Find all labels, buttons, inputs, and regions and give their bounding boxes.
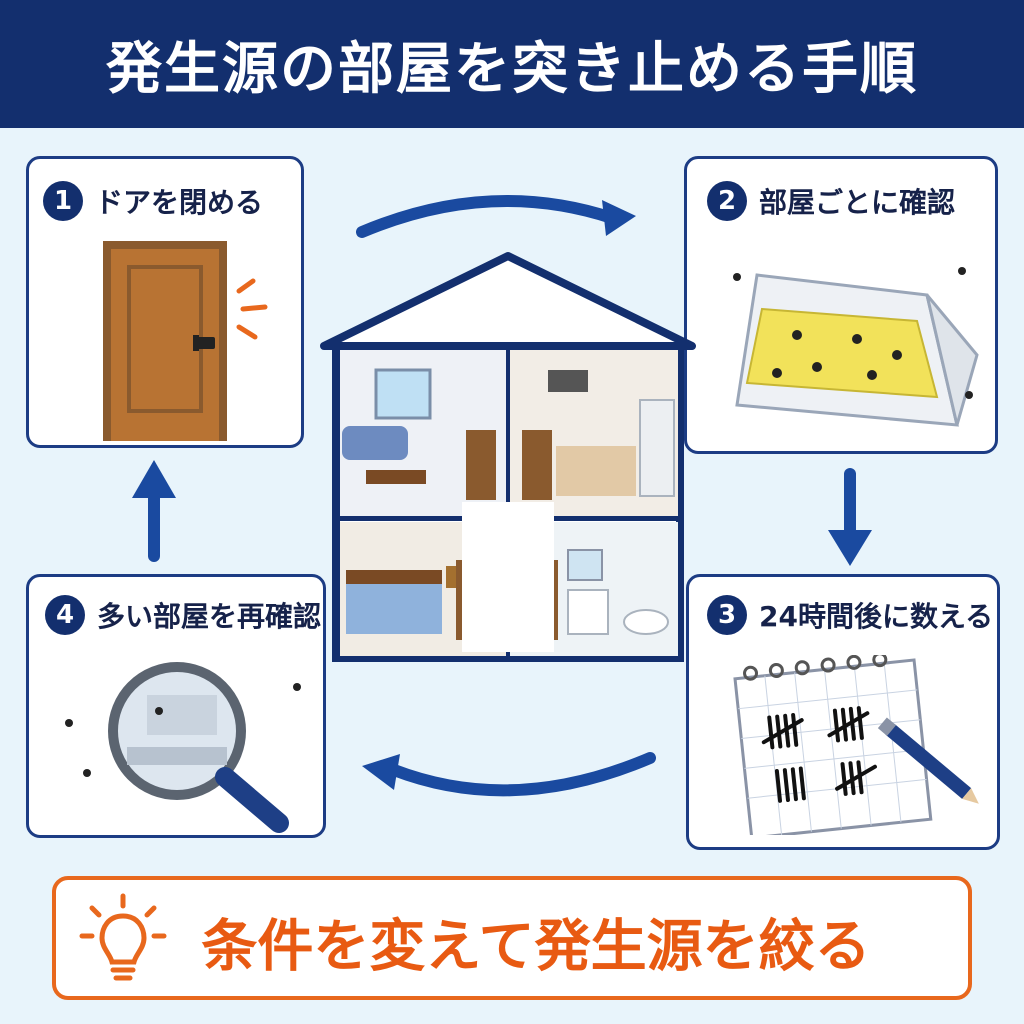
step-number-badge: 2: [707, 181, 747, 221]
kitchen: [510, 350, 678, 516]
step-number-badge: 1: [43, 181, 83, 221]
arrow-3-to-4: [362, 752, 656, 797]
magnifier-icon: [65, 662, 301, 833]
tip-text: 条件を変えて発生源を絞る: [201, 914, 871, 980]
step-3-card: 3 24時間後に数える: [686, 574, 1000, 850]
step-4-card: 4 多い部屋を再確認: [26, 574, 326, 838]
step-2-label: 部屋ごとに確認: [759, 186, 956, 219]
page-title: 発生源の部屋を突き止める手順: [106, 36, 918, 102]
door-icon: [103, 241, 268, 441]
arrow-4-to-1: [132, 460, 176, 562]
step-2-card: 2 部屋ごとに確認: [684, 156, 998, 454]
arrow-1-to-2: [356, 194, 636, 238]
step-1-card: 1 ドアを閉める: [26, 156, 304, 448]
step-number-badge: 3: [707, 595, 747, 635]
living-room: [340, 350, 506, 516]
tip-bar: 条件を変えて発生源を絞る: [52, 876, 972, 1000]
arrow-2-to-3: [828, 468, 872, 566]
step-4-label: 多い部屋を再確認: [97, 600, 322, 633]
title-banner: 発生源の部屋を突き止める手順: [0, 0, 1024, 128]
sticky-trap-icon: [733, 267, 979, 427]
tally-notepad-icon: [733, 655, 979, 835]
step-number-badge: 4: [45, 595, 85, 635]
lightbulb-icon: [79, 893, 167, 981]
step-1-label: ドアを閉める: [95, 186, 264, 219]
house-cutaway-icon: [320, 252, 696, 662]
step-3-label: 24時間後に数える: [759, 600, 994, 633]
